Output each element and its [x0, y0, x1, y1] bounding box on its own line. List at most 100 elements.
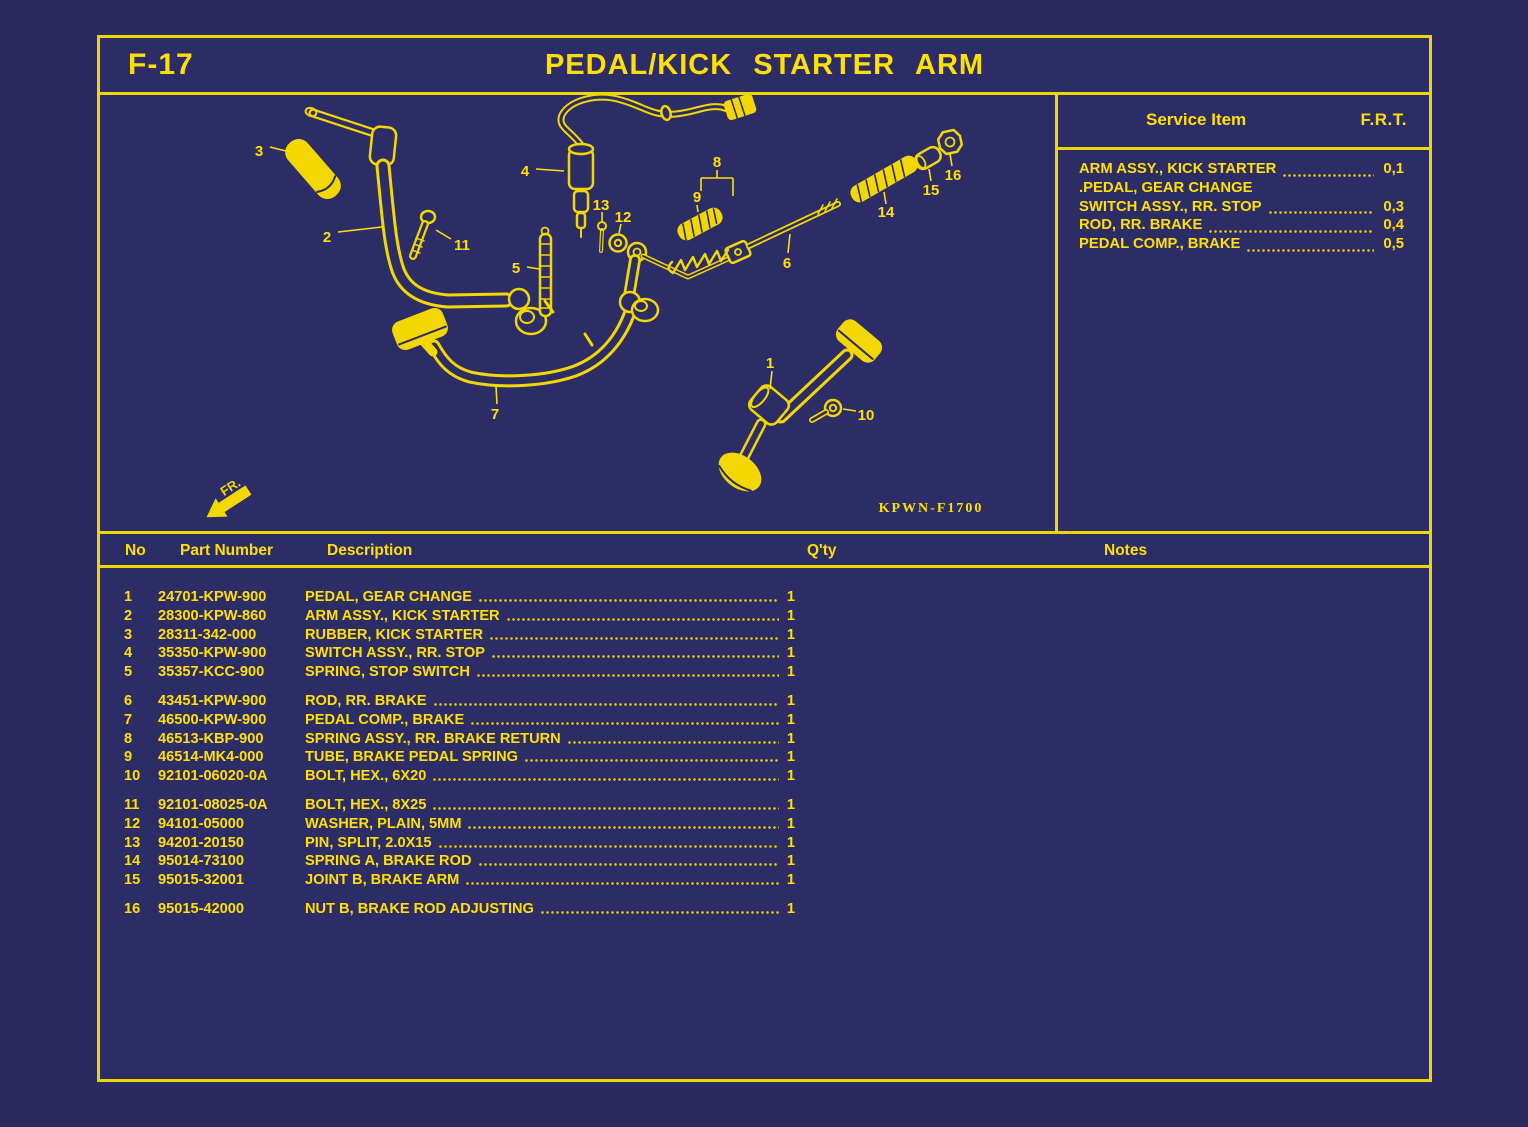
table-row: 8 46513-KBP-900 SPRING ASSY., RR. BRAKE …: [100, 731, 1429, 750]
dotted-leader: [1258, 193, 1374, 196]
row-qty: 1: [786, 730, 795, 747]
service-item-panel: Service Item F.R.T. ARM ASSY., KICK STAR…: [1058, 95, 1429, 531]
dotted-leader: [505, 617, 779, 621]
part-return-spring-assy: [667, 207, 730, 275]
table-row: 14 95014-73100 SPRING A, BRAKE ROD 1: [100, 853, 1429, 872]
callout-4: 4: [521, 163, 530, 180]
row-qty: 1: [786, 692, 795, 709]
row-description: PEDAL, GEAR CHANGE: [305, 589, 473, 605]
table-row: 9 46514-MK4-000 TUBE, BRAKE PEDAL SPRING…: [100, 749, 1429, 768]
row-description: PEDAL COMP., BRAKE: [305, 711, 465, 728]
parts-table-header: No Part Number Description Q'ty Notes: [100, 531, 1429, 568]
row-no: 2: [124, 607, 133, 624]
row-description: PIN, SPLIT, 2.0X15: [305, 834, 432, 851]
page-title: PEDAL/KICK STARTER ARM: [544, 49, 985, 81]
service-item-name: ROD, RR. BRAKE: [1079, 217, 1203, 234]
dotted-leader: [432, 702, 779, 706]
row-qty: 1: [786, 815, 795, 832]
row-description: RUBBER, KICK STARTER: [305, 626, 484, 643]
service-item-name: .PEDAL, GEAR CHANGE: [1079, 179, 1253, 196]
row-no: 10: [124, 768, 141, 785]
callout-leader-lines: [269, 146, 953, 412]
row-qty: 1: [786, 749, 795, 766]
service-panel-header: Service Item F.R.T.: [1058, 95, 1429, 150]
part-adjusting-nut: [936, 128, 964, 156]
table-row: 16 95015-42000 NUT B, BRAKE ROD ADJUSTIN…: [100, 901, 1429, 920]
row-qty: 1: [786, 626, 795, 643]
callout-9: 9: [693, 189, 701, 206]
row-description: BOLT, HEX., 6X20: [305, 768, 427, 785]
dotted-leader: [467, 825, 779, 829]
column-header-no: No: [125, 542, 146, 559]
callout-14: 14: [878, 204, 895, 221]
row-part-number: 92101-08025-0A: [158, 796, 268, 813]
diagram-code: KPWN-F1700: [879, 501, 984, 516]
row-no: 14: [124, 853, 141, 870]
service-item-row: ARM ASSY., KICK STARTER 0,1: [1079, 161, 1404, 180]
row-no: 1: [124, 589, 133, 605]
callout-10: 10: [858, 407, 875, 424]
row-description: TUBE, BRAKE PEDAL SPRING: [305, 749, 518, 766]
callout-3: 3: [255, 143, 263, 160]
part-brake-arm-joint: [914, 145, 942, 171]
part-stop-switch: [557, 93, 757, 238]
row-part-number: 24701-KPW-900: [158, 589, 267, 605]
service-item-heading: Service Item: [1146, 110, 1247, 129]
service-item-list: ARM ASSY., KICK STARTER 0,1 .PEDAL, GEAR…: [1058, 150, 1429, 255]
page-code: F-17: [128, 48, 194, 81]
service-item-name: PEDAL COMP., BRAKE: [1079, 236, 1241, 253]
row-part-number: 95014-73100: [158, 853, 245, 870]
service-item-name: SWITCH ASSY., RR. STOP: [1079, 198, 1262, 215]
callout-8: 8: [713, 154, 721, 171]
row-no: 9: [124, 749, 133, 766]
dotted-leader: [1282, 173, 1374, 177]
row-part-number: 46514-MK4-000: [158, 749, 264, 766]
dotted-leader: [1246, 248, 1374, 252]
service-item-row: ROD, RR. BRAKE 0,4: [1079, 217, 1404, 236]
row-qty: 1: [786, 711, 795, 728]
callout-12: 12: [615, 209, 632, 226]
part-bolt-6x20: [809, 398, 843, 423]
row-qty: 1: [786, 834, 795, 851]
callout-13: 13: [593, 197, 610, 214]
part-gear-change-pedal: [718, 319, 883, 492]
service-item-row: .PEDAL, GEAR CHANGE: [1079, 180, 1404, 199]
dotted-leader: [539, 910, 779, 914]
row-qty: 1: [786, 768, 795, 785]
row-description: NUT B, BRAKE ROD ADJUSTING: [305, 900, 534, 917]
row-no: 3: [124, 626, 133, 643]
row-part-number: 28300-KPW-860: [158, 607, 267, 624]
row-part-number: 94201-20150: [158, 834, 245, 851]
parts-diagram-svg: FR. KPWN-F1700: [206, 93, 984, 518]
row-description: WASHER, PLAIN, 5MM: [305, 815, 462, 832]
service-item-frt: 0,5: [1383, 236, 1404, 253]
row-qty: 1: [786, 853, 795, 870]
row-description: SPRING A, BRAKE ROD: [305, 853, 472, 870]
row-no: 7: [124, 711, 133, 728]
dotted-leader: [491, 655, 779, 659]
callout-2: 2: [323, 229, 331, 246]
row-part-number: 95015-32001: [158, 872, 245, 889]
dotted-leader: [432, 806, 779, 810]
row-part-number: 35350-KPW-900: [158, 645, 267, 662]
dotted-leader: [566, 740, 779, 744]
row-qty: 1: [786, 664, 795, 681]
service-item-row: SWITCH ASSY., RR. STOP 0,3: [1079, 199, 1404, 218]
row-part-number: 46513-KBP-900: [158, 730, 264, 747]
row-no: 6: [124, 692, 133, 709]
part-stop-switch-spring: [538, 226, 553, 318]
row-part-number: 46500-KPW-900: [158, 711, 267, 728]
row-part-number: 95015-42000: [158, 900, 245, 917]
page-header: F-17 PEDAL/KICK STARTER ARM: [100, 38, 1429, 95]
part-bolt-8x25: [409, 209, 437, 260]
row-description: JOINT B, BRAKE ARM: [305, 872, 460, 889]
content-area: FR. KPWN-F1700: [100, 93, 1429, 531]
callout-6: 6: [783, 255, 791, 272]
service-item-frt: 0,1: [1383, 161, 1404, 177]
fiche-page-frame: F-17 PEDAL/KICK STARTER ARM: [97, 35, 1432, 1082]
